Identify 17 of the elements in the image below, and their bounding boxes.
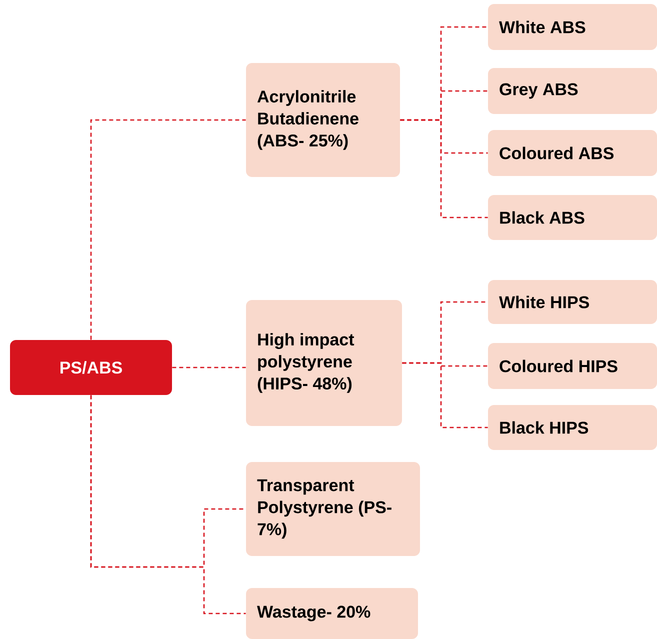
subcategory-box: Coloured ABS bbox=[488, 130, 657, 176]
root-box: PS/ABS bbox=[10, 340, 172, 395]
connector-line bbox=[400, 119, 488, 218]
subcategory-box: Coloured HIPS bbox=[488, 343, 657, 389]
connector-line bbox=[402, 362, 488, 428]
category-box: Transparent Polystyrene (PS- 7%) bbox=[246, 462, 420, 556]
subcategory-box: Black HIPS bbox=[488, 405, 657, 450]
subcategory-box: White HIPS bbox=[488, 280, 657, 324]
subcategory-box: Black ABS bbox=[488, 195, 657, 240]
connector-line bbox=[90, 395, 246, 614]
category-box: Wastage- 20% bbox=[246, 588, 418, 639]
subcategory-box: Grey ABS bbox=[488, 68, 657, 114]
connector-line bbox=[90, 119, 246, 340]
connector-line bbox=[172, 366, 246, 368]
subcategory-box: White ABS bbox=[488, 4, 657, 50]
category-box: High impact polystyrene (HIPS- 48%) bbox=[246, 300, 402, 426]
category-box: Acrylonitrile Butadienene (ABS- 25%) bbox=[246, 63, 400, 177]
